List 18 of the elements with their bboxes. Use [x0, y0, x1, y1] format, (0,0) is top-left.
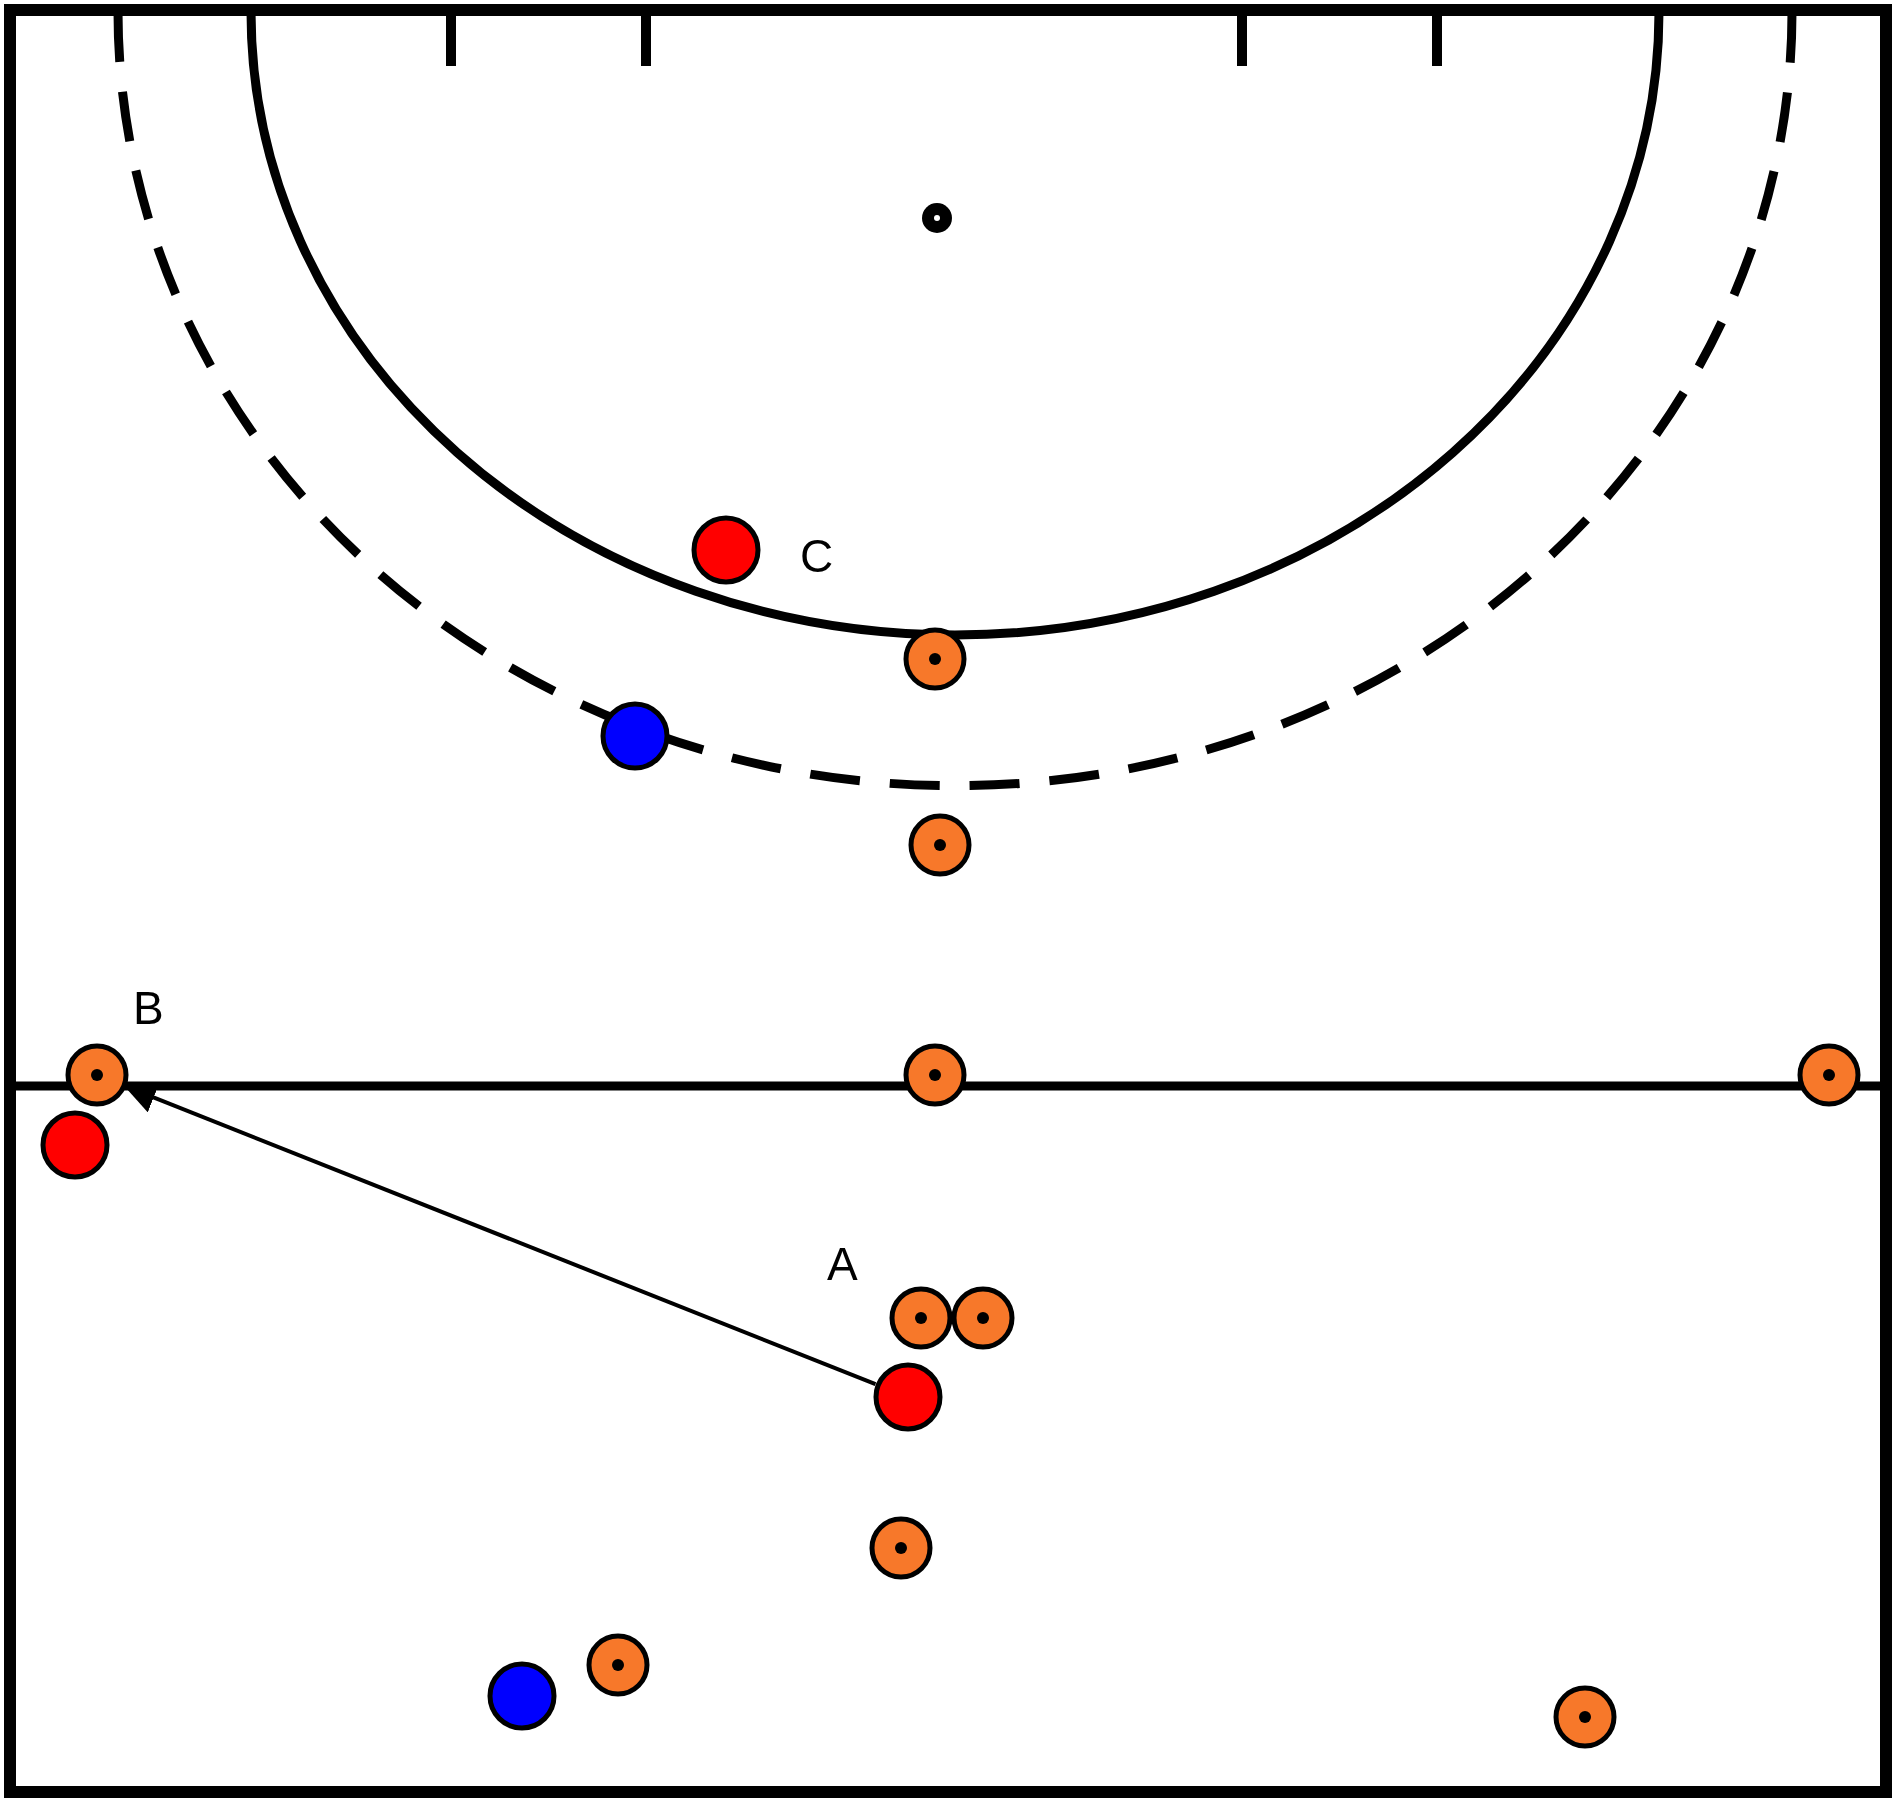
- cone-marker: [903, 627, 967, 691]
- player-marker: [600, 701, 670, 771]
- cone-marker: [908, 813, 972, 877]
- player-marker: [40, 1110, 110, 1180]
- player-marker: [691, 515, 761, 585]
- letter-label: A: [827, 1241, 858, 1287]
- letter-label: C: [800, 533, 834, 579]
- cone-marker: [1797, 1043, 1861, 1107]
- letter-label: B: [133, 985, 164, 1031]
- cone-marker: [65, 1043, 129, 1107]
- cone-marker: [869, 1516, 933, 1580]
- cone-marker: [1553, 1685, 1617, 1749]
- cone-marker: [951, 1286, 1015, 1350]
- player-marker: [487, 1661, 557, 1731]
- cone-marker: [889, 1286, 953, 1350]
- player-marker: [873, 1362, 943, 1432]
- cone-marker: [903, 1043, 967, 1107]
- cone-marker: [586, 1633, 650, 1697]
